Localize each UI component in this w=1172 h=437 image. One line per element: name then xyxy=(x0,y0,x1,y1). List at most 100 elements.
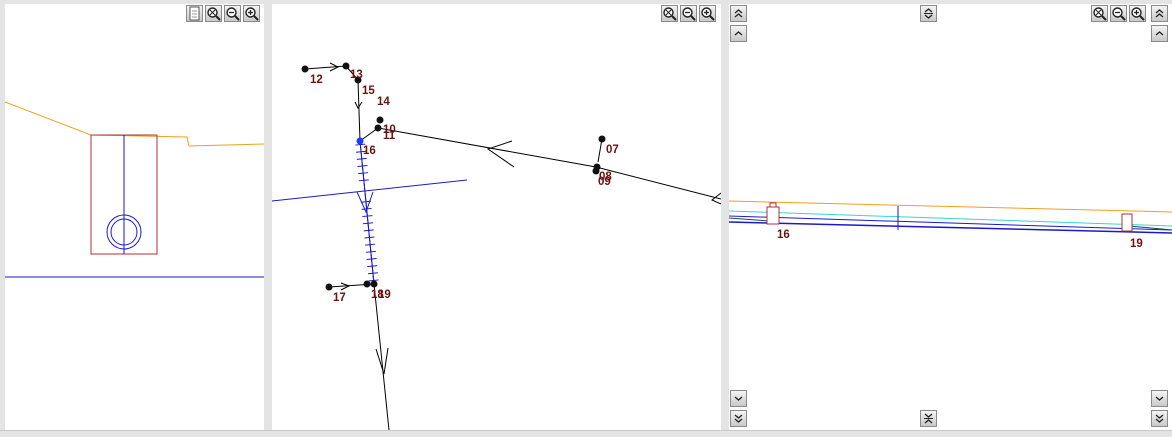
pipe-07-08 xyxy=(597,138,603,163)
zoom-out-icon xyxy=(225,6,240,21)
chevron-up-icon xyxy=(1152,26,1167,41)
zoom-in-icon xyxy=(244,6,259,21)
node-label: 16 xyxy=(363,145,376,157)
selected-pipe xyxy=(359,140,375,285)
node-label: 12 xyxy=(310,74,323,86)
node-12[interactable] xyxy=(301,65,309,73)
zoom-extents-icon xyxy=(206,6,221,21)
node-16[interactable] xyxy=(356,137,364,145)
scroll-down-button-right[interactable] xyxy=(1151,390,1168,407)
node-18[interactable] xyxy=(363,280,371,288)
zoom-out-icon xyxy=(681,6,696,21)
node-label: 16 xyxy=(777,229,790,241)
double-chevron-down-icon xyxy=(731,411,746,426)
node-label: 14 xyxy=(377,96,390,108)
profile-view[interactable]: 16 19 xyxy=(729,4,1172,430)
scroll-up-fast-button[interactable] xyxy=(730,5,747,22)
zoom-in-button[interactable] xyxy=(1129,5,1146,22)
zoom-in-icon xyxy=(1130,6,1145,21)
chevron-down-icon xyxy=(1152,391,1167,406)
double-chevron-up-icon xyxy=(1152,6,1167,21)
node-label: 08 xyxy=(599,171,612,183)
zoom-out-button[interactable] xyxy=(680,5,697,22)
double-chevron-up-icon xyxy=(731,6,746,21)
node-label: 18 xyxy=(371,289,384,301)
zoom-in-button[interactable] xyxy=(243,5,260,22)
node-10[interactable] xyxy=(376,116,384,124)
terrain-line xyxy=(5,101,264,147)
pipe-12-13 xyxy=(304,65,347,70)
page-icon xyxy=(187,6,202,21)
selected-pipe-ticks xyxy=(355,143,379,282)
zoom-extents-button[interactable] xyxy=(1091,5,1108,22)
node-19[interactable] xyxy=(370,280,378,288)
profile-canvas: 16 19 xyxy=(729,200,1172,250)
pipe-edge-dark xyxy=(729,217,770,222)
node-label: 13 xyxy=(350,69,363,81)
zoom-in-button[interactable] xyxy=(699,5,716,22)
scroll-up-fast-button-right[interactable] xyxy=(1151,5,1168,22)
node-label: 17 xyxy=(333,292,346,304)
zoom-out-button[interactable] xyxy=(1110,5,1127,22)
node-11[interactable] xyxy=(374,124,382,132)
pipe-invert-line xyxy=(729,221,1172,234)
zoom-out-icon xyxy=(1111,6,1126,21)
expand-bottom-button[interactable] xyxy=(920,410,937,427)
scroll-up-button-right[interactable] xyxy=(1151,25,1168,42)
node-07[interactable] xyxy=(598,135,606,143)
pipe-section-inner xyxy=(110,218,138,246)
flow-arrow xyxy=(486,140,515,168)
plan-view[interactable]: 12 13 15 14 10 11 16 07 08 09 17 18 19 xyxy=(272,4,721,430)
flow-arrow xyxy=(375,347,389,375)
expand-top-button[interactable] xyxy=(920,5,937,22)
node-label: 19 xyxy=(1130,238,1143,250)
pipe-section-outer xyxy=(106,214,142,250)
node-09[interactable] xyxy=(592,167,600,175)
collapse-vertical-icon xyxy=(921,411,936,426)
node-label: 19 xyxy=(378,289,391,301)
cross-section-canvas xyxy=(5,101,264,278)
scroll-down-button[interactable] xyxy=(730,390,747,407)
zoom-extents-button[interactable] xyxy=(661,5,678,22)
manhole-16-cap xyxy=(769,202,777,208)
node-label: 07 xyxy=(606,144,619,156)
zoom-extents-icon xyxy=(1092,6,1107,21)
scroll-up-button[interactable] xyxy=(730,25,747,42)
scroll-down-fast-button-right[interactable] xyxy=(1151,410,1168,427)
node-label: 10 xyxy=(383,124,396,136)
manhole-19[interactable] xyxy=(1121,213,1133,232)
zoom-out-button[interactable] xyxy=(224,5,241,22)
chevron-down-icon xyxy=(731,391,746,406)
zoom-in-icon xyxy=(700,6,715,21)
zoom-extents-icon xyxy=(662,6,677,21)
flow-arrow xyxy=(354,101,363,109)
manhole-16[interactable] xyxy=(766,206,780,225)
double-chevron-down-icon xyxy=(1152,411,1167,426)
status-strip xyxy=(0,430,1172,437)
pipe-crown-line xyxy=(729,215,1172,231)
pipe-11-08 xyxy=(377,127,597,168)
pipe-edge-dark xyxy=(1128,225,1172,231)
profile-arrow xyxy=(356,191,374,214)
water-level-line xyxy=(729,210,1172,227)
node-label: 15 xyxy=(362,85,375,97)
scroll-down-fast-button[interactable] xyxy=(730,410,747,427)
pipe-08-edge xyxy=(595,166,721,200)
collapse-vertical-icon xyxy=(921,6,936,21)
cross-section-view[interactable] xyxy=(5,4,264,430)
flow-arrow xyxy=(340,282,351,291)
flow-arrow xyxy=(329,62,340,72)
node-label: 11 xyxy=(383,130,396,142)
chevron-up-icon xyxy=(731,26,746,41)
node-17[interactable] xyxy=(325,283,333,291)
node-label: 09 xyxy=(598,176,611,188)
profile-cut-line xyxy=(272,179,468,202)
page-button[interactable] xyxy=(186,5,203,22)
node-15[interactable] xyxy=(354,76,362,84)
pipe-10-16 xyxy=(359,127,379,142)
node-13[interactable] xyxy=(342,62,350,70)
terrain-line xyxy=(729,200,1172,213)
zoom-extents-button[interactable] xyxy=(205,5,222,22)
plan-view-canvas: 12 13 15 14 10 11 16 07 08 09 17 18 19 xyxy=(272,62,721,430)
flow-arrow xyxy=(711,192,721,205)
